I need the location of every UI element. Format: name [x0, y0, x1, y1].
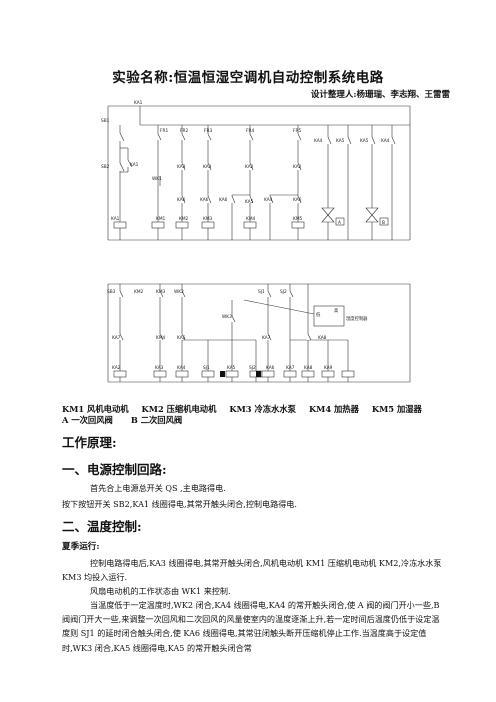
- label-contact: KA2: [293, 164, 302, 170]
- label-sb2: SB2: [101, 164, 110, 170]
- section1-heading: 一、电源控制回路:: [62, 462, 167, 477]
- label-fr1: FR1: [160, 128, 168, 134]
- label-contact: KA5: [336, 138, 345, 144]
- label-coil: KA2: [112, 365, 121, 371]
- summer-subheading: 夏季运行:: [62, 542, 100, 552]
- label-ka1-coil: KA1: [111, 216, 120, 222]
- label-contact: KA5: [245, 199, 254, 205]
- label-wk3: WK3: [222, 314, 232, 320]
- section2-heading: 二、温度控制:: [62, 519, 142, 534]
- label-contact: KA6: [219, 197, 228, 203]
- label-coil-km4: KM4: [246, 216, 256, 222]
- label-coil: KA6: [266, 365, 275, 371]
- label-sj1: SJ1: [258, 289, 265, 295]
- legend-valve-a: A 一次回风阀: [62, 415, 113, 425]
- label-contact: KM4: [156, 335, 166, 341]
- section2-para-3: 当温度低于一定温度时,WK2 闭合,KA4 线圈得电,KA4 的常开触头闭合,使…: [62, 600, 440, 653]
- label-top-ka1: KA1: [134, 100, 143, 106]
- label-valve-a: A: [338, 220, 341, 226]
- label-coil-km1: KM1: [156, 216, 166, 222]
- legend-line-1: KM1 风机电动机 KM2 压缩机电动机 KM3 冷冻水水泵 KM4 加热器 KM5 加…: [62, 403, 435, 415]
- label-km3: KM3: [156, 289, 166, 295]
- label-fr3: FR3: [204, 128, 212, 134]
- label-coil: KA9: [324, 365, 333, 371]
- label-km2: KM2: [134, 289, 144, 295]
- label-fr5: FR5: [293, 128, 301, 134]
- legend-km1: KM1 风机电动机: [62, 404, 129, 414]
- label-wk-high: 高: [334, 307, 339, 314]
- legend-line-2: A 一次回风阀 B 二次回风阀: [62, 414, 200, 426]
- label-wk-low: 低: [316, 311, 321, 318]
- label-contact: KA2: [245, 164, 254, 170]
- label-contact: KA4: [381, 138, 390, 144]
- label-wk1: WK1: [152, 176, 162, 182]
- label-contact: KA7: [262, 335, 271, 341]
- label-sb3: SB3: [107, 289, 116, 295]
- top-diagram-labels: KA1 SB1 SB2 KA1 KA1 FR1 FR2 FR3 FR4 FR5 …: [101, 100, 390, 226]
- label-coil: KA4: [177, 365, 186, 371]
- label-contact: KA8: [318, 335, 327, 341]
- label-contact: KA5: [360, 138, 369, 144]
- label-coil: SJ1: [203, 365, 210, 371]
- label-fr2: FR2: [180, 128, 188, 134]
- section1-para-2: 按下按钮开关 SB2,KA1 线圈得电,其常开触头闭合,控制电路得电.: [62, 499, 297, 509]
- bottom-diagram-labels: SB3 KM2 KM3 WK2 SJ1 SJ2 WK3 低 高 湿度控制器 KA…: [107, 289, 368, 371]
- principle-heading: 工作原理:: [62, 435, 117, 450]
- label-contact: KA6: [177, 197, 186, 203]
- label-ka1-self: KA1: [130, 162, 139, 168]
- section2-para-2: 风扇电动机的工作状态由 WK1 来控制.: [90, 586, 231, 596]
- legend-km5: KM5 加湿器: [371, 404, 422, 414]
- label-contact: KA3: [203, 164, 212, 170]
- label-contact: KA5: [177, 335, 186, 341]
- label-sb1: SB1: [101, 118, 110, 124]
- label-coil-km3: KM3: [203, 216, 213, 222]
- label-coil: KA5: [227, 365, 236, 371]
- label-coil-km2: KM2: [179, 216, 189, 222]
- label-coil: KA8: [304, 365, 313, 371]
- label-contact: KA4: [264, 197, 273, 203]
- legend-km3: KM3 冷冻水水泵: [229, 404, 296, 414]
- label-contact: KA6: [293, 197, 302, 203]
- section2-para-1: 控制电路得电后,KA3 线圈得电,其常开触头闭合,风机电动机 KM1 压缩机电动…: [62, 558, 442, 583]
- label-valve-b: B: [382, 220, 385, 226]
- label-sj2: SJ2: [280, 289, 287, 295]
- legend-km4: KM4 加热器: [308, 404, 359, 414]
- label-contact: KA7: [112, 335, 121, 341]
- label-coil: KA7: [286, 365, 295, 371]
- legend-km2: KM2 压缩机电动机: [141, 404, 217, 414]
- label-coil: KA3: [155, 365, 164, 371]
- label-coil-km5: KM5: [293, 216, 303, 222]
- section1-para-1: 首先合上电源总开关 QS ,主电路得电.: [90, 483, 226, 493]
- label-wk2: WK2: [174, 289, 184, 295]
- legend-valve-b: B 二次回风阀: [130, 415, 183, 425]
- label-fr4: FR4: [246, 128, 254, 134]
- author-line: 设计整理人:杨珊瑞、李志翔、王雷雷: [310, 90, 450, 100]
- label-contact: KA3: [177, 164, 186, 170]
- label-contact: KA6: [200, 197, 209, 203]
- circuit-diagram: KA1 SB1 SB2 KA1 KA1 FR1 FR2 FR3 FR4 FR5 …: [101, 100, 411, 383]
- label-contact: KA4: [314, 138, 323, 144]
- label-humidity-controller: 湿度控制器: [346, 315, 368, 322]
- page-title: 实验名称:恒温恒湿空调机自动控制系统电路: [112, 70, 384, 86]
- label-coil: SJ2: [249, 365, 256, 371]
